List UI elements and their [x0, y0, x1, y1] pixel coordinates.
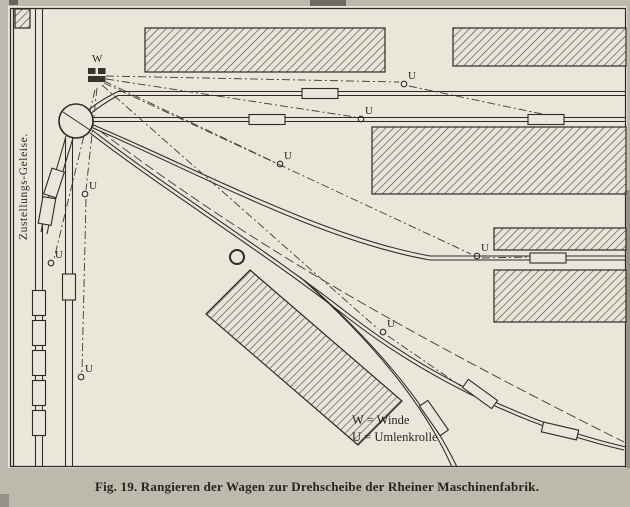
- figure-caption: Fig. 19. Rangieren der Wagen zur Drehsch…: [95, 479, 539, 494]
- pulley-icon: [357, 115, 365, 123]
- pulley: U: [47, 249, 63, 267]
- pulley-icon: [276, 160, 284, 168]
- legend-pulley: U = Umlenkrolle: [352, 430, 438, 444]
- wagon: [540, 421, 580, 441]
- building: [452, 27, 627, 67]
- pulley-icon: [400, 80, 408, 88]
- pulley-icon: [47, 259, 55, 267]
- building: [493, 269, 627, 323]
- figure-frame: [9, 7, 627, 468]
- pulleys: U U U U U U U U: [47, 70, 489, 381]
- siding-label: Zustellungs-Geleise.: [18, 133, 30, 240]
- shaft-circle: [229, 249, 245, 265]
- pulley-label: U: [55, 249, 63, 261]
- pulley: U: [357, 105, 373, 123]
- legend: W = Winde U = Umlenkrolle: [352, 413, 438, 444]
- pulley-label: U: [408, 70, 416, 82]
- wagon: [31, 379, 47, 407]
- pulley: U: [400, 70, 416, 88]
- wagon: [31, 319, 47, 347]
- wagon: [461, 378, 499, 410]
- winch-symbol: W: [88, 53, 106, 82]
- wagon: [248, 113, 286, 126]
- winch-label: W: [92, 53, 103, 65]
- pulley-icon: [379, 328, 387, 336]
- wagon: [529, 252, 567, 264]
- wagon: [42, 167, 66, 199]
- pulley: U: [379, 318, 395, 336]
- wagon: [31, 349, 47, 377]
- wagon: [418, 399, 450, 437]
- building-diagonal: [205, 269, 403, 446]
- legend-winch: W = Winde: [352, 413, 410, 427]
- building: [14, 8, 31, 29]
- pulley-label: U: [387, 318, 395, 330]
- wagon: [301, 87, 339, 100]
- turntable: [58, 103, 94, 139]
- pulley-icon: [81, 190, 89, 198]
- pulley: U: [276, 150, 292, 168]
- wagon: [37, 195, 57, 227]
- wagon: [527, 113, 565, 126]
- building: [371, 126, 627, 195]
- pulley-label: U: [85, 363, 93, 375]
- pulley: U: [473, 242, 489, 260]
- pulley-icon: [473, 252, 481, 260]
- wagon: [31, 409, 47, 437]
- wagon: [31, 289, 47, 317]
- building: [493, 227, 627, 251]
- pulley-icon: [77, 373, 85, 381]
- buildings: [14, 8, 627, 446]
- pulley-label: U: [284, 150, 292, 162]
- pulley: U: [77, 363, 93, 381]
- wagon: [61, 273, 77, 301]
- building: [144, 27, 386, 73]
- wagons: [31, 87, 580, 441]
- pulley-label: U: [365, 105, 373, 117]
- pulley: U: [81, 180, 97, 198]
- pulley-label: U: [89, 180, 97, 192]
- pulley-label: U: [481, 242, 489, 254]
